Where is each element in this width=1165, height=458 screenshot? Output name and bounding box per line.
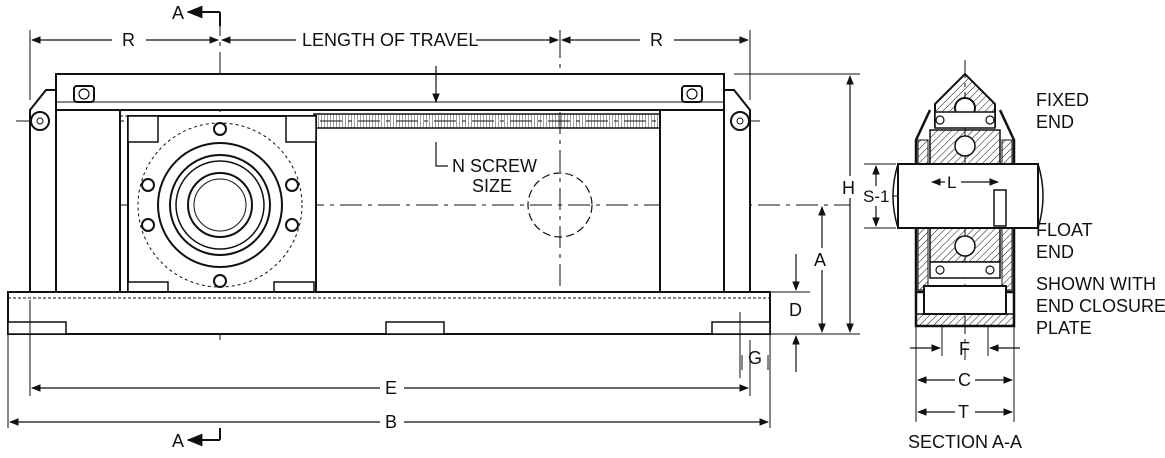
dim-r-right-label: R	[650, 30, 663, 50]
top-left-bolt	[73, 85, 95, 103]
right-upright	[659, 109, 725, 313]
end-of-travel-phantom-bore	[527, 172, 593, 238]
flange-bolt-hole	[213, 122, 227, 136]
fixed-end-label-2: END	[1036, 112, 1074, 132]
bearing-housing	[127, 115, 317, 301]
left-upright	[55, 109, 121, 313]
dim-l-label: L	[947, 173, 956, 192]
dim-c-label: C	[958, 370, 971, 390]
shown-with-label-3: PLATE	[1036, 318, 1092, 338]
section-mark-top: A	[172, 3, 184, 23]
dim-a-label: A	[814, 250, 826, 270]
float-end-label-2: END	[1036, 242, 1074, 262]
bearing-ball	[954, 135, 976, 157]
dim-d-label: D	[789, 300, 802, 320]
shaft	[897, 163, 1039, 229]
base-foot	[711, 321, 771, 335]
dim-travel-label: LENGTH OF TRAVEL	[302, 30, 478, 50]
dim-h-label: H	[842, 178, 855, 198]
dim-b-label: B	[385, 412, 397, 432]
section-arrow-bottom	[186, 428, 221, 447]
flange-bolt-hole	[285, 178, 299, 192]
dim-f-label: F	[959, 339, 970, 359]
flange-bolt-hole	[213, 274, 227, 288]
flange-bolt-hole	[285, 218, 299, 232]
section-arrow-top	[186, 5, 221, 26]
flange-bolt-hole	[141, 218, 155, 232]
flange-bolt-hole	[141, 178, 155, 192]
dim-r-left-label: R	[122, 30, 135, 50]
adjustment-screw	[313, 113, 661, 129]
float-end-label-1: FLOAT	[1036, 220, 1093, 240]
front-view: A A R LENGTH OF TRAVEL R N SCREW SIZE H	[7, 3, 860, 451]
shown-with-label-1: SHOWN WITH	[1036, 274, 1156, 294]
base-foot	[7, 321, 67, 335]
dim-s1-label: S-1	[863, 187, 889, 206]
bearing-ball	[954, 235, 976, 257]
top-frame-rail	[55, 73, 725, 111]
section-mark-bottom: A	[172, 431, 184, 451]
top-right-bolt	[681, 85, 703, 103]
dim-e-label: E	[385, 378, 397, 398]
section-view: S-1 L F C T FIXED END FLOAT END SHOWN WI…	[862, 60, 1165, 452]
n-screw-label: N SCREW	[452, 156, 537, 176]
shown-with-label-2: END CLOSURE	[1036, 296, 1165, 316]
n-screw-size-label: SIZE	[472, 176, 512, 196]
dim-g-label: G	[748, 348, 762, 368]
base-foot	[385, 321, 445, 335]
dim-t-label: T	[958, 402, 969, 422]
section-title: SECTION A-A	[908, 432, 1022, 452]
fixed-end-label-1: FIXED	[1036, 90, 1089, 110]
